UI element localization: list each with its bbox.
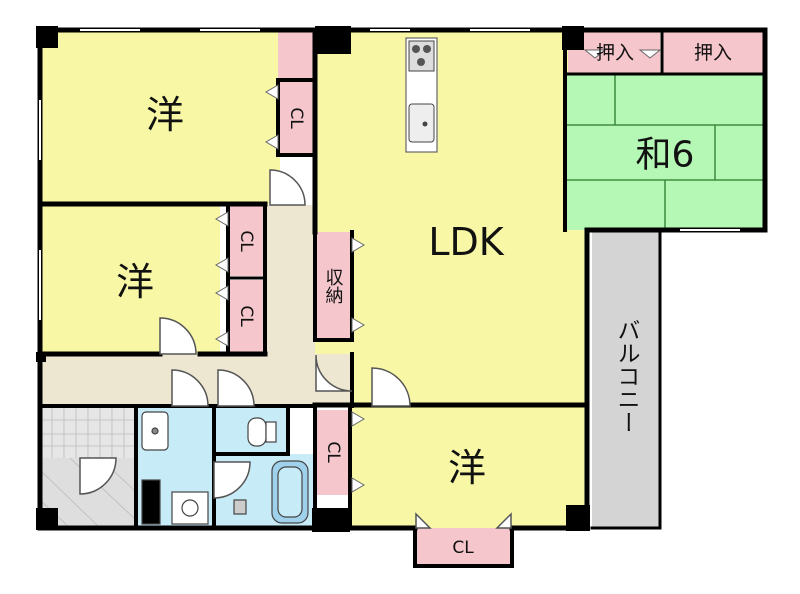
wash-fixtures	[141, 411, 309, 525]
oshiire-2	[662, 30, 765, 74]
shower-icon	[233, 499, 247, 515]
doors	[79, 169, 512, 529]
ldk-floor	[315, 30, 587, 405]
washing-machine-icon	[171, 491, 209, 525]
closets	[228, 30, 765, 566]
closet-4	[315, 410, 352, 495]
western-room-3-floor	[350, 405, 587, 528]
closet-2-label: CL	[236, 230, 256, 252]
western-room-2-floor	[40, 206, 220, 354]
western-room-1-floor	[40, 30, 280, 204]
closet-5	[415, 528, 512, 566]
ldk-label: LDK	[428, 220, 504, 264]
windows	[39, 29, 740, 320]
closet-3	[228, 280, 265, 352]
toilet-icon	[247, 417, 267, 447]
closet-5-label: CL	[452, 538, 474, 558]
balcony-label: バルコニー	[613, 319, 640, 434]
western-room-1-label: 洋	[146, 93, 184, 137]
closet-1-label: CL	[286, 107, 306, 129]
western-room-3-label: 洋	[448, 446, 486, 490]
service-counter	[141, 479, 161, 525]
tatami-lines	[565, 72, 765, 230]
oshiire-2-label: 押入	[694, 42, 732, 64]
closet-door-marks	[215, 49, 662, 493]
storage-closet	[315, 232, 352, 340]
sink-icon	[408, 103, 435, 143]
labels: 洋 洋 洋 LDK 和6 CL CL CL CL CL 押入 押入 収納 バルコ…	[116, 42, 732, 558]
balcony-floor	[592, 230, 660, 528]
closet-2	[228, 206, 265, 276]
storage-label: 収納	[323, 268, 344, 304]
closet-4-label: CL	[323, 441, 343, 463]
pillars	[36, 26, 590, 532]
closet-3-label: CL	[236, 305, 256, 327]
japanese-room-label: 和6	[636, 135, 695, 176]
closet-1	[278, 80, 315, 155]
closet-pink-top	[278, 30, 315, 80]
oshiire-1-label: 押入	[596, 42, 634, 64]
hallway-floor-1	[265, 205, 315, 355]
kitchen-counter	[405, 37, 438, 153]
stove-icon	[408, 40, 435, 72]
western-room-2-label: 洋	[116, 260, 154, 304]
